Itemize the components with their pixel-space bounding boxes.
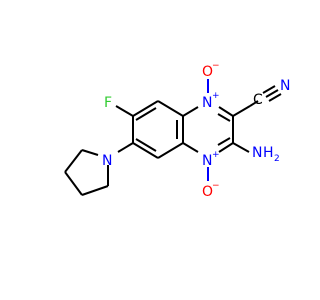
bond-cc-cd	[64, 149, 83, 173]
charge-o-top: −	[212, 61, 220, 71]
atom-o-top: O	[202, 64, 213, 80]
charge-n-bottom: +	[212, 150, 220, 160]
bond-ntop-c2q	[218, 106, 234, 117]
bond-cn-n-segment	[249, 100, 259, 107]
hetero-bond-segments	[207, 79, 259, 181]
atom-n-bottom: N	[202, 153, 212, 169]
atom-amine-n: N	[252, 145, 262, 161]
bond-ca-cb	[81, 185, 109, 196]
bond-c1-c2-inner	[135, 107, 157, 121]
atom-labels: O − N + C N F N N + O − N H 2	[102, 61, 290, 200]
bond-c1-c2	[132, 100, 159, 117]
bond-c3q-nh2	[232, 142, 250, 153]
bond-c3-c4-inner	[135, 138, 157, 152]
bond-c4-c5	[157, 142, 184, 159]
bond-c6-ntop	[182, 106, 199, 117]
bond-c3-c4	[132, 142, 159, 159]
bond-ntop-c2q-inner	[217, 113, 231, 122]
bond-c5-nbottom	[182, 142, 199, 153]
bond-cn-triple-2	[262, 85, 276, 94]
atom-n-pyrrolidine: N	[102, 153, 112, 169]
atom-amine-h: H	[263, 145, 274, 161]
atom-n-nitrile: N	[280, 78, 290, 94]
bond-c1-f	[115, 105, 134, 117]
charge-n-top: +	[212, 91, 220, 101]
charge-o-bottom: −	[212, 181, 220, 191]
bond-cn-triple-3	[268, 93, 282, 102]
bond-c6-c1	[157, 100, 184, 117]
bond-cd-npyr	[81, 149, 99, 156]
bond-cb-cc	[64, 171, 83, 196]
atom-amine-subscript: 2	[274, 154, 280, 164]
atom-f: F	[104, 95, 112, 111]
bonds	[64, 85, 282, 196]
molecule-diagram: O − N + C N F N N + O − N H 2	[64, 61, 290, 200]
bond-c3q-nbottom	[218, 142, 234, 153]
atom-c-nitrile: C	[253, 92, 263, 108]
molecule-structure: O − N + C N F N N + O − N H 2	[64, 61, 290, 200]
bond-c3q-nbottom-inner	[217, 137, 231, 146]
atom-n-top: N	[202, 95, 212, 111]
bond-c2q-cn	[232, 105, 251, 117]
bond-c3-npyr	[117, 142, 134, 153]
atom-o-bottom: O	[202, 184, 213, 200]
bond-cn-triple-1	[265, 89, 279, 98]
